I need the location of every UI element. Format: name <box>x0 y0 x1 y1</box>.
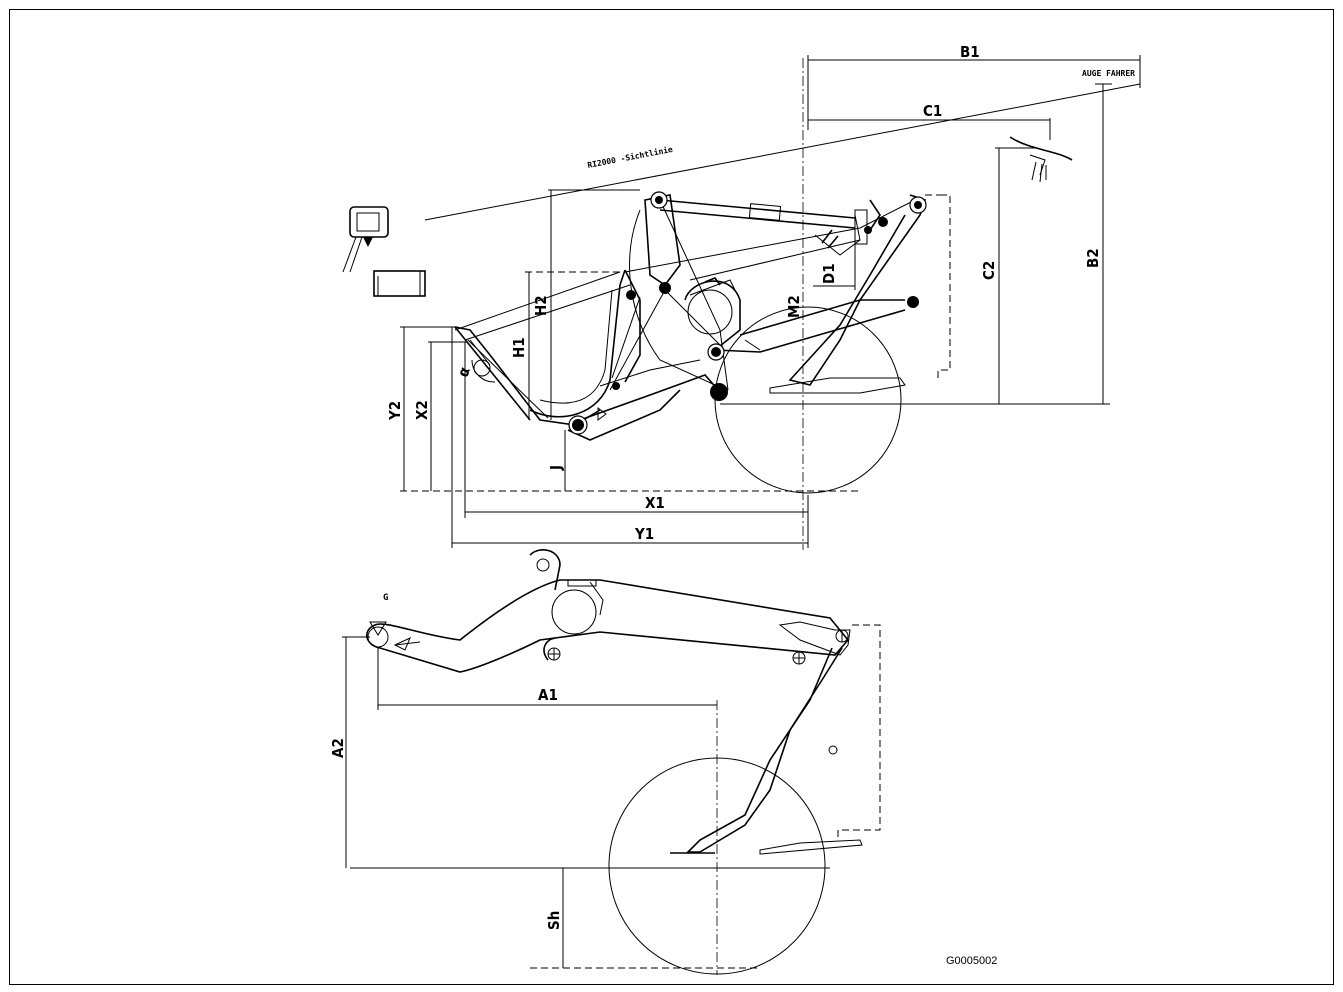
pin-upper-4 <box>612 382 620 390</box>
dim-y2: Y2 <box>386 401 404 421</box>
dim-a1: A1 <box>538 686 558 704</box>
dim-c2: C2 <box>980 261 998 280</box>
lift-arm-link <box>624 199 916 281</box>
pin-upper-9-center <box>914 201 922 209</box>
tilt-cylinder <box>659 199 856 229</box>
upright-link <box>769 194 951 394</box>
sight-line-label: RI2000 -Sichtlinie <box>587 144 674 170</box>
pin-upper-10 <box>878 217 888 227</box>
dim-c1: C1 <box>923 102 942 120</box>
pin-upper-1-center <box>655 196 663 204</box>
pin-upper-5-center <box>711 347 721 357</box>
reference-marker-upper <box>597 407 607 421</box>
pin-upper-8 <box>907 296 919 308</box>
sight-line <box>424 83 1141 221</box>
drawing-frame <box>9 9 1334 985</box>
pin-upper-3 <box>626 290 636 300</box>
dim-b2: B2 <box>1084 248 1102 268</box>
pin-upper-2 <box>659 282 671 294</box>
dim-m2: M2 <box>785 295 803 318</box>
pin-upper-6 <box>710 383 728 401</box>
bucket-part <box>454 269 631 426</box>
boom-arm-upper <box>567 269 721 441</box>
dim-j: J <box>547 465 565 471</box>
eye-driver-label: AUGE FAHRER <box>1082 69 1135 78</box>
dim-a2: A2 <box>329 738 347 758</box>
pin-upper-11 <box>864 226 872 234</box>
pin-upper-7-center <box>572 419 584 431</box>
angle-alpha: α <box>454 364 474 379</box>
dim-g: G <box>383 593 388 603</box>
tine-part <box>373 270 426 297</box>
angle-alpha-arc <box>471 359 496 383</box>
dim-h1: H1 <box>510 337 528 358</box>
dim-b1: B1 <box>960 43 980 61</box>
dim-x2: X2 <box>413 400 431 420</box>
upright-link-lower <box>670 621 881 855</box>
dim-sh: Sh <box>545 911 563 930</box>
dim-y1: Y1 <box>634 525 654 543</box>
boom-arm-lower <box>366 549 850 673</box>
dim-h2: H2 <box>532 295 550 316</box>
dim-x1: X1 <box>645 494 665 512</box>
dim-d1: D1 <box>820 263 838 284</box>
headlight-icon <box>342 206 389 273</box>
drawing-code: G0005002 <box>946 955 997 967</box>
steering-wheel-icon <box>1009 136 1073 183</box>
